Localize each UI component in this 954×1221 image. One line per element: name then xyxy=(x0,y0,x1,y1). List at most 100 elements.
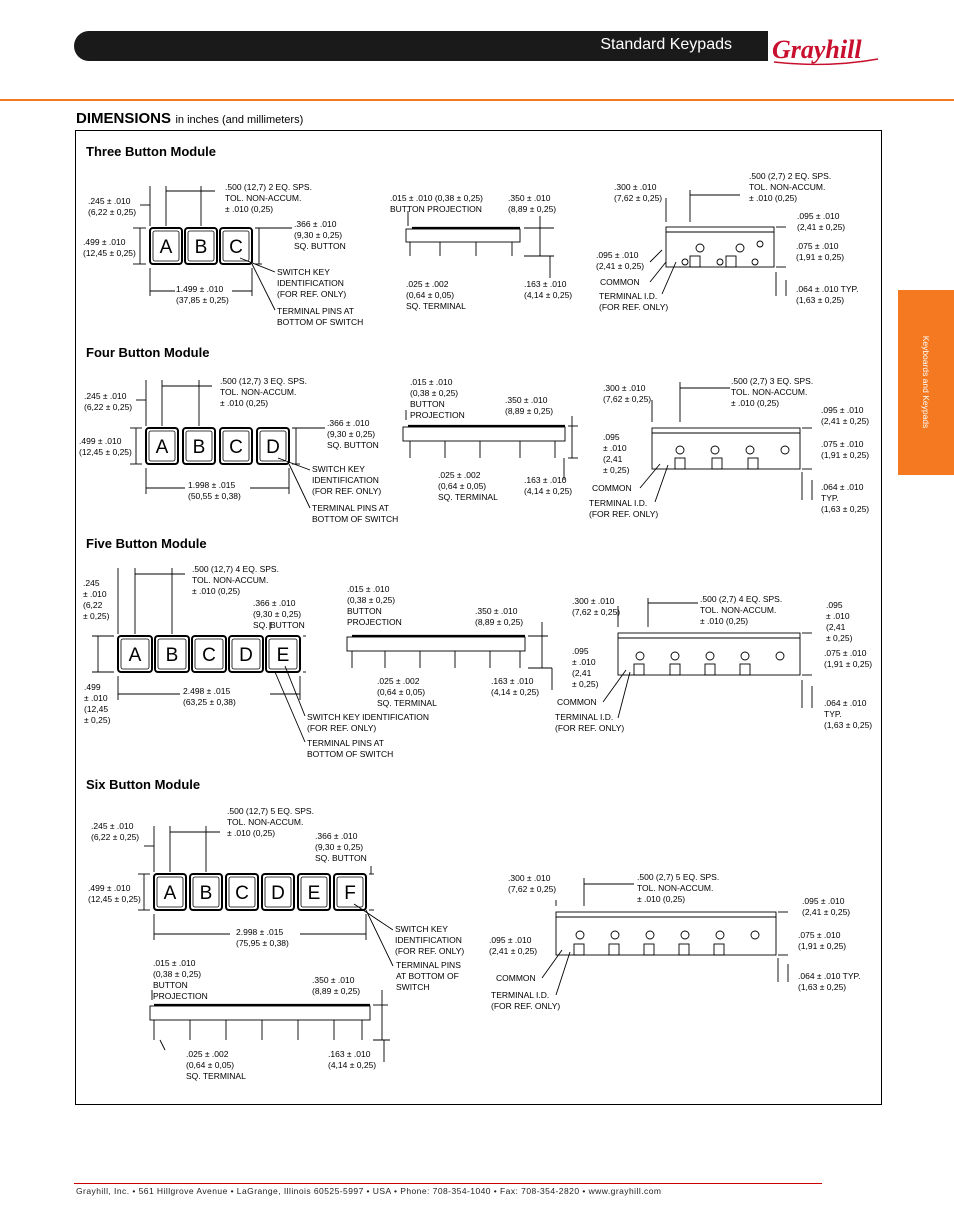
six-h499: .499 ± .010 (12,45 ± 0,25) xyxy=(88,883,141,904)
five-w245: .245 ± .010 (6,22 ± 0,25) xyxy=(83,578,110,621)
four-h499: .499 ± .010 (12,45 ± 0,25) xyxy=(79,436,132,457)
six-common: COMMON xyxy=(496,973,536,983)
three-h350: .350 ± .010 (8,89 ± 0,25) xyxy=(508,193,557,214)
five-proj: .015 ± .010 (0,38 ± 0,25) BUTTON PROJECT… xyxy=(347,584,402,627)
six-pitch: .500 (12,7) 5 EQ. SPS. TOL. NON-ACCUM. ±… xyxy=(227,806,314,838)
three-h499: .499 ± .010 (12,45 ± 0,25) xyxy=(83,237,136,258)
three-b075: .075 ± .010 (1,91 ± 0,25) xyxy=(796,241,845,262)
five-key-b: B xyxy=(166,645,179,666)
five-key-a: A xyxy=(129,645,142,666)
six-h163: .163 ± .010 (4,14 ± 0,25) xyxy=(328,1049,377,1070)
module-title-four: Four Button Module xyxy=(86,345,210,360)
three-len: 1.499 ± .010 (37,85 ± 0,25) xyxy=(176,284,229,305)
five-sqt: .025 ± .002 (0,64 ± 0,05) SQ. TERMINAL xyxy=(377,676,437,708)
six-len: 2.998 ± .015 (75,95 ± 0,38) xyxy=(236,927,289,948)
four-common: COMMON xyxy=(592,483,632,493)
four-b095l: .095 ± .010 (2,41 ± 0,25) xyxy=(603,432,630,475)
six-h350: .350 ± .010 (8,89 ± 0,25) xyxy=(312,975,361,996)
module-title-three: Three Button Module xyxy=(86,144,216,159)
three-key-c: C xyxy=(229,237,243,258)
six-b095l: .095 ± .010 (2,41 ± 0,25) xyxy=(489,935,538,956)
four-b075: .075 ± .010 (1,91 ± 0,25) xyxy=(821,439,870,460)
six-termid: TERMINAL I.D. (FOR REF. ONLY) xyxy=(491,990,561,1011)
five-pitch: .500 (12,7) 4 EQ. SPS. TOL. NON-ACCUM. ±… xyxy=(192,564,279,596)
four-pitch: .500 (12,7) 3 EQ. SPS. TOL. NON-ACCUM. ±… xyxy=(220,376,307,408)
three-swkey: SWITCH KEY IDENTIFICATION (FOR REF. ONLY… xyxy=(277,267,347,299)
dimensions-units: in inches (and millimeters) xyxy=(175,114,304,126)
four-len: 1.998 ± .015 (50,55 ± 0,38) xyxy=(188,480,241,501)
five-termid: TERMINAL I.D. (FOR REF. ONLY) xyxy=(555,712,625,733)
five-pins: TERMINAL PINS AT BOTTOM OF SWITCH xyxy=(307,738,394,759)
three-b095l: .095 ± .010 (2,41 ± 0,25) xyxy=(596,250,645,271)
six-key-b: B xyxy=(200,883,213,904)
header-divider xyxy=(0,99,954,101)
three-common: COMMON xyxy=(600,277,640,287)
module-title-six: Six Button Module xyxy=(86,777,201,792)
three-b300: .300 ± .010 (7,62 ± 0,25) xyxy=(614,182,663,203)
four-b300: .300 ± .010 (7,62 ± 0,25) xyxy=(603,383,652,404)
module-title-five: Five Button Module xyxy=(86,536,207,551)
six-w245: .245 ± .010 (6,22 ± 0,25) xyxy=(91,821,140,842)
four-sqt: .025 ± .002 (0,64 ± 0,05) SQ. TERMINAL xyxy=(438,470,498,502)
three-b064: .064 ± .010 TYP. (1,63 ± 0,25) xyxy=(796,284,859,305)
four-key-d: D xyxy=(266,437,280,458)
five-common: COMMON xyxy=(557,697,597,707)
six-key-f: F xyxy=(344,883,356,904)
six-b500: .500 (2,7) 5 EQ. SPS. TOL. NON-ACCUM. ± … xyxy=(637,872,720,904)
four-termid: TERMINAL I.D. (FOR REF. ONLY) xyxy=(589,498,659,519)
grayhill-logo: Grayhill xyxy=(772,35,879,66)
three-termid: TERMINAL I.D. (FOR REF. ONLY) xyxy=(599,291,669,312)
logo-wordmark: Grayhill xyxy=(772,35,862,64)
three-b095r: .095 ± .010 (2,41 ± 0,25) xyxy=(797,211,846,232)
five-h350: .350 ± .010 (8,89 ± 0,25) xyxy=(475,606,524,627)
six-sqt: .025 ± .002 (0,64 ± 0,05) SQ. TERMINAL xyxy=(186,1049,246,1081)
side-tab[interactable]: Keyboards and Keypads xyxy=(898,290,954,475)
six-proj: .015 ± .010 (0,38 ± 0,25) BUTTON PROJECT… xyxy=(153,958,208,1001)
five-b095l: .095 ± .010 (2,41 ± 0,25) xyxy=(572,646,599,689)
dimensions-heading: DIMENSIONS in inches (and millimeters) xyxy=(76,110,303,128)
four-key-c: C xyxy=(229,437,243,458)
six-key-e: E xyxy=(308,883,321,904)
six-key-c: C xyxy=(235,883,249,904)
four-b500: .500 (2,7) 3 EQ. SPS. TOL. NON-ACCUM. ± … xyxy=(731,376,814,408)
three-sq366: .366 ± .010 (9,30 ± 0,25) SQ. BUTTON xyxy=(294,219,346,251)
four-key-a: A xyxy=(156,437,169,458)
three-sqt: .025 ± .002 (0,64 ± 0,05) SQ. TERMINAL xyxy=(406,279,466,311)
four-key-b: B xyxy=(193,437,206,458)
three-proj: .015 ± .010 (0,38 ± 0,25) BUTTON PROJECT… xyxy=(390,193,483,214)
five-b300: .300 ± .010 (7,62 ± 0,25) xyxy=(572,596,621,617)
footer-contact: Grayhill, Inc. • 561 Hillgrove Avenue • … xyxy=(76,1186,662,1196)
five-key-d: D xyxy=(239,645,253,666)
three-b500: .500 (2,7) 2 EQ. SPS. TOL. NON-ACCUM. ± … xyxy=(749,171,832,203)
three-pins: TERMINAL PINS AT BOTTOM OF SWITCH xyxy=(277,306,364,327)
five-key-e: E xyxy=(277,645,290,666)
five-h163: .163 ± .010 (4,14 ± 0,25) xyxy=(491,676,540,697)
five-h499: .499 ± .010 (12,45 ± 0,25) xyxy=(84,682,111,725)
five-sq366: .366 ± .010 (9,30 ± 0,25) SQ. BUTTON xyxy=(253,598,305,630)
three-key-b: B xyxy=(195,237,208,258)
four-b095r: .095 ± .010 (2,41 ± 0,25) xyxy=(821,405,870,426)
header-bar: Standard Keypads xyxy=(74,31,768,61)
five-b095r: .095 ± .010 (2,41 ± 0,25) xyxy=(826,600,853,643)
three-h163: .163 ± .010 (4,14 ± 0,25) xyxy=(524,279,573,300)
six-b064: .064 ± .010 TYP. (1,63 ± 0,25) xyxy=(798,971,861,992)
six-pins: TERMINAL PINS AT BOTTOM OF SWITCH xyxy=(396,960,461,992)
six-b095r: .095 ± .010 (2,41 ± 0,25) xyxy=(802,896,851,917)
four-b064: .064 ± .010 TYP. (1,63 ± 0,25) xyxy=(821,482,870,514)
three-key-a: A xyxy=(160,237,173,258)
five-b064: .064 ± .010 TYP. (1,63 ± 0,25) xyxy=(824,698,873,730)
four-pins: TERMINAL PINS AT BOTTOM OF SWITCH xyxy=(312,503,399,524)
six-sq366: .366 ± .010 (9,30 ± 0,25) SQ. BUTTON xyxy=(315,831,367,863)
six-key-a: A xyxy=(164,883,177,904)
five-key-c: C xyxy=(202,645,216,666)
four-h350: .350 ± .010 (8,89 ± 0,25) xyxy=(505,395,554,416)
five-b500: .500 (2,7) 4 EQ. SPS. TOL. NON-ACCUM. ± … xyxy=(700,594,783,626)
four-swkey: SWITCH KEY IDENTIFICATION (FOR REF. ONLY… xyxy=(312,464,382,496)
six-swkey: SWITCH KEY IDENTIFICATION (FOR REF. ONLY… xyxy=(395,924,465,956)
six-b075: .075 ± .010 (1,91 ± 0,25) xyxy=(798,930,847,951)
six-key-d: D xyxy=(271,883,285,904)
drawing-frame xyxy=(75,130,882,1105)
